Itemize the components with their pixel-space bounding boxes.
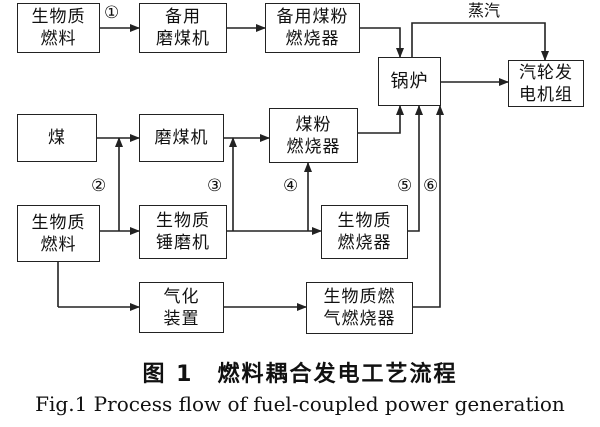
- backup-coal-mill-box: 备用 磨煤机: [139, 3, 227, 53]
- boiler-box: 锅炉: [378, 57, 441, 106]
- gasifier-box: 气化 装置: [139, 282, 224, 333]
- marker-5: ⑤: [397, 176, 413, 196]
- marker-2: ②: [91, 176, 107, 196]
- backup-pc-burner-box: 备用煤粉 燃烧器: [265, 3, 360, 53]
- marker-6: ⑥: [423, 176, 439, 196]
- turbine-generator-box: 汽轮发 电机组: [508, 60, 584, 107]
- coal-box: 煤: [17, 114, 97, 162]
- steam-label: 蒸汽: [468, 1, 501, 20]
- biomass-fuel-box-top: 生物质 燃料: [17, 3, 100, 53]
- figure-caption-cn: 图 1 燃料耦合发电工艺流程: [142, 362, 458, 387]
- marker-3: ③: [207, 176, 223, 196]
- biomass-fuel-box-bottom: 生物质 燃料: [17, 205, 100, 262]
- biomass-burner-box: 生物质 燃烧器: [321, 205, 408, 259]
- marker-4: ④: [283, 176, 299, 196]
- hammer-mill-box: 生物质 锤磨机: [139, 205, 227, 259]
- pc-burner-box: 煤粉 燃烧器: [269, 108, 358, 163]
- marker-1: ①: [104, 3, 120, 23]
- biomass-gas-burner-box: 生物质燃 气燃烧器: [306, 282, 413, 334]
- figure-caption-en: Fig.1 Process flow of fuel-coupled power…: [35, 392, 565, 416]
- coal-mill-box: 磨煤机: [139, 114, 224, 162]
